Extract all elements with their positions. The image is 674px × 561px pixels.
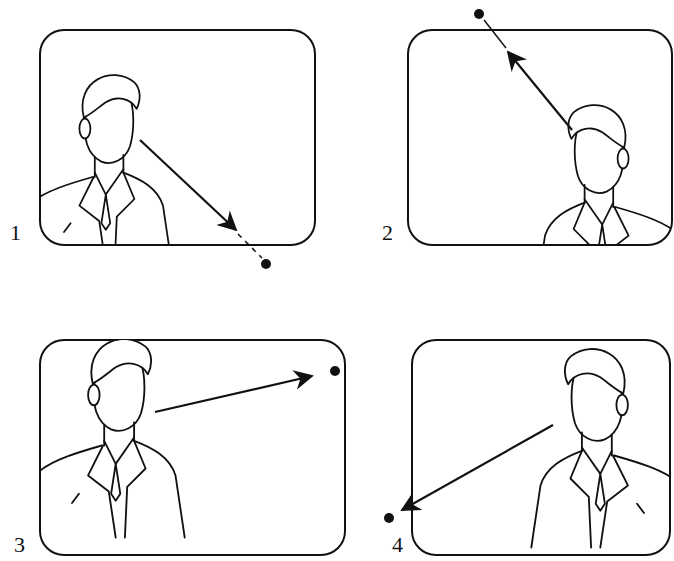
panel-number: 1 (10, 222, 21, 244)
gaze-arrow (508, 52, 572, 130)
panel-frame (40, 340, 345, 555)
gaze-arrow (155, 376, 312, 412)
target-dot (474, 9, 484, 19)
man-figure (531, 349, 670, 547)
man-figure (536, 105, 672, 245)
panel-number: 2 (382, 222, 393, 244)
target-dot (330, 366, 340, 376)
gaze-extension (238, 234, 262, 258)
gaze-extension (484, 20, 506, 48)
panel-number: 3 (14, 534, 25, 556)
panel-frame (412, 340, 670, 555)
man-figure (40, 75, 172, 245)
gaze-arrow (140, 140, 236, 230)
panel-number: 4 (392, 534, 403, 556)
gaze-arrow (402, 425, 553, 510)
man-figure (40, 340, 185, 538)
target-dot (261, 259, 271, 269)
target-dot (384, 513, 394, 523)
